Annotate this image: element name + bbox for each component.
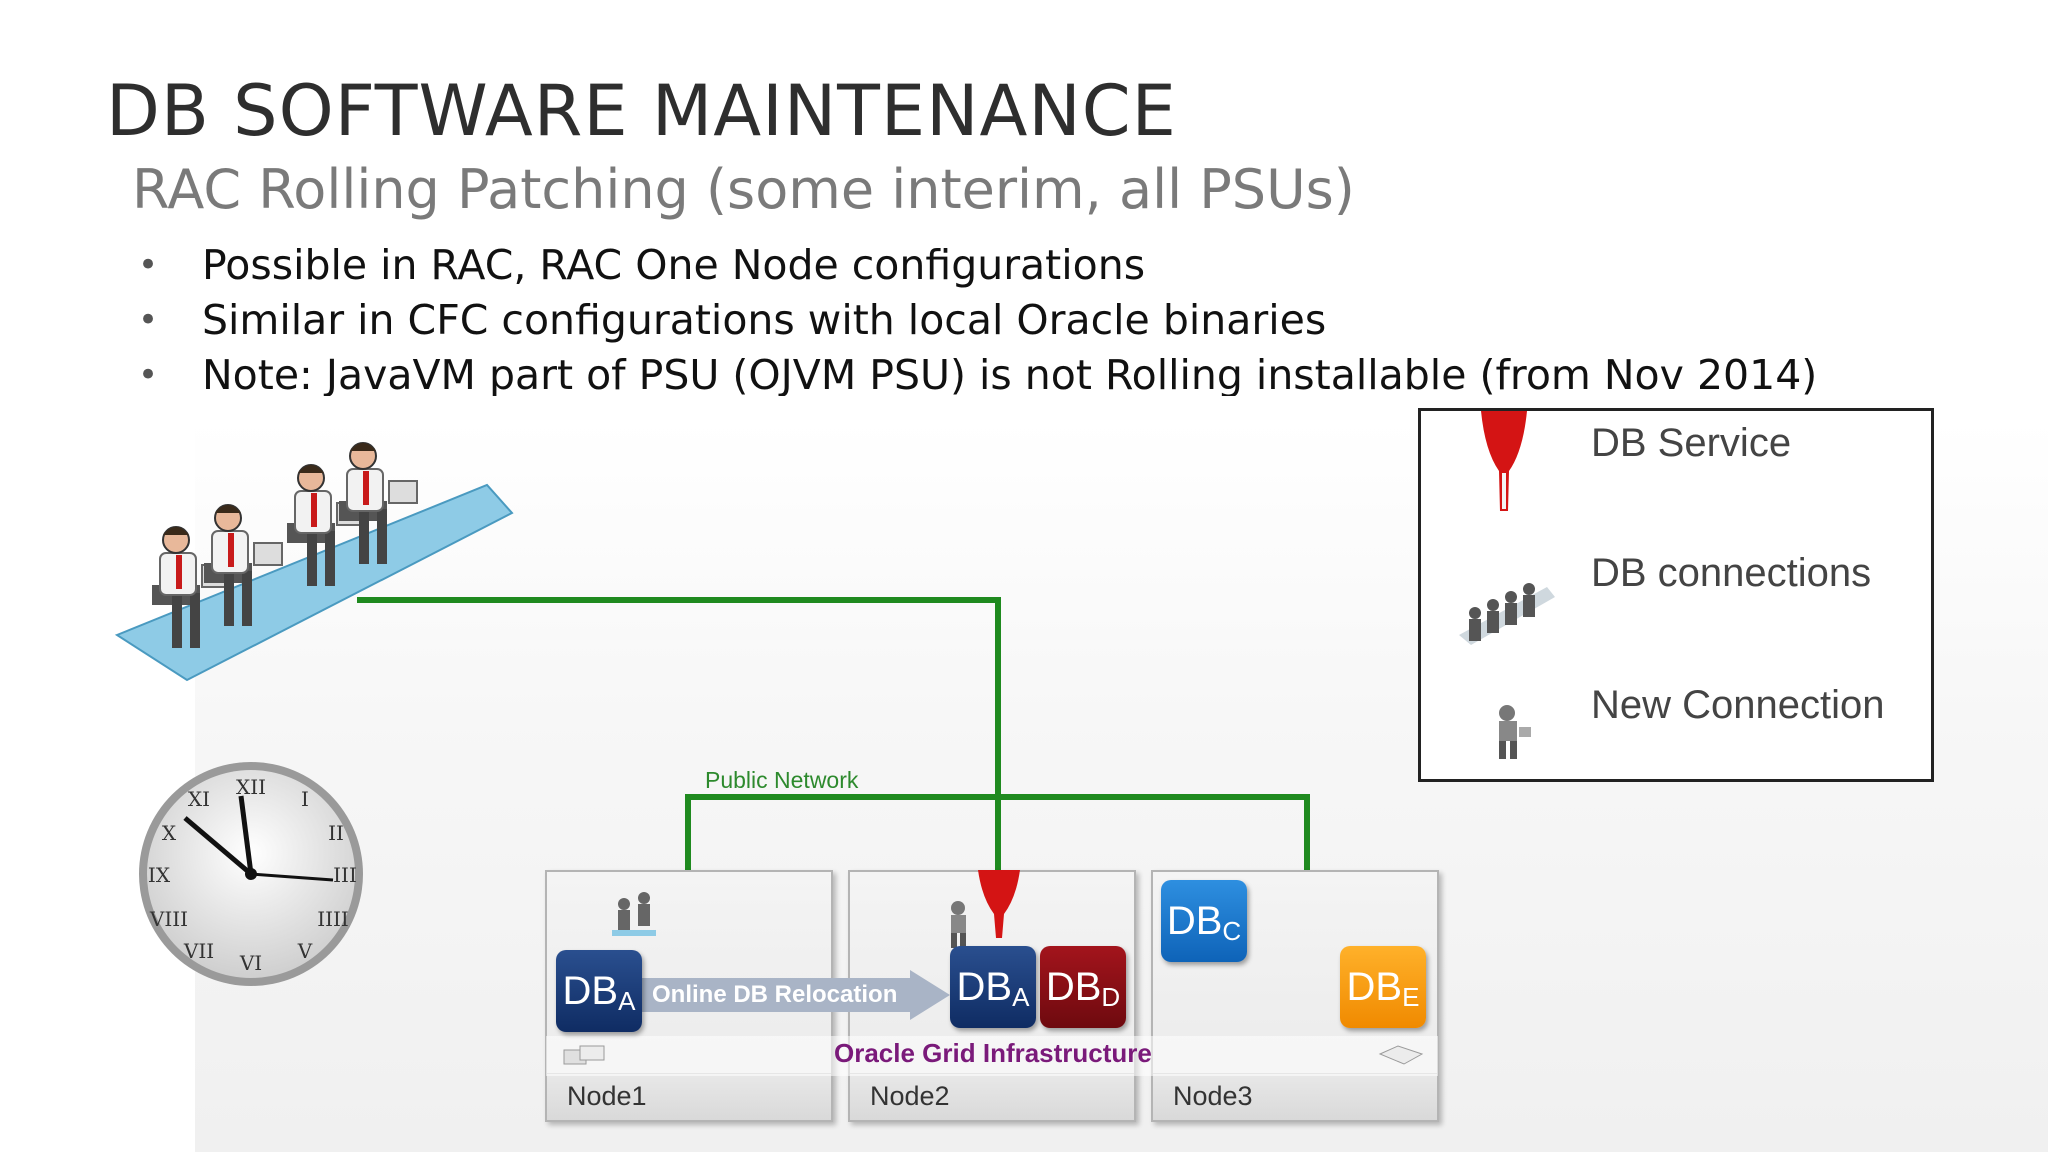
legend-new-connection-label: New Connection — [1591, 683, 1885, 727]
new-connection-icon — [951, 901, 966, 948]
db-subscript: C — [1222, 916, 1242, 946]
db-service-marker-icon — [1481, 411, 1527, 511]
svg-text:IIII: IIII — [317, 907, 349, 931]
grid-infrastructure-label: Oracle Grid Infrastructure — [834, 1038, 1152, 1068]
slide-title: DB SOFTWARE MAINTENANCE — [106, 70, 1177, 152]
svg-text:XII: XII — [236, 775, 266, 799]
db-e: DBE — [1340, 946, 1426, 1028]
relocation-arrow-icon — [640, 970, 950, 1020]
svg-text:I: I — [301, 787, 309, 811]
server-icon — [563, 1045, 605, 1065]
node-footer — [1153, 1073, 1437, 1120]
svg-text:VI: VI — [239, 951, 262, 975]
bullet-item: • Note: JavaVM part of PSU (OJVM PSU) is … — [132, 348, 1932, 396]
node-3-label: Node3 — [1173, 1081, 1253, 1111]
db-c: DBC — [1161, 880, 1247, 962]
legend-service-label: DB Service — [1591, 421, 1792, 465]
svg-text:VIII: VIII — [149, 907, 188, 931]
legend-connections-label: DB connections — [1591, 551, 1872, 595]
db-prefix: DB — [1346, 965, 1403, 1009]
bullet-item: • Similar in CFC configurations with loca… — [132, 293, 1932, 348]
db-prefix: DB — [1166, 899, 1223, 943]
bullet-text: Note: JavaVM part of PSU (OJVM PSU) is n… — [202, 351, 1818, 396]
node-2-label: Node2 — [870, 1081, 950, 1111]
bullet-list: • Possible in RAC, RAC One Node configura… — [132, 238, 1932, 396]
public-network-line — [685, 794, 1310, 870]
svg-text:XI: XI — [188, 787, 210, 811]
db-a-source: DBA — [556, 950, 642, 1032]
db-a-target: DBA — [950, 946, 1036, 1028]
bullet-text: Similar in CFC configurations with local… — [202, 296, 1327, 344]
users-group-icon — [114, 442, 514, 682]
bullet-item: • Possible in RAC, RAC One Node configura… — [132, 238, 1932, 293]
svg-text:IX: IX — [148, 863, 171, 887]
bullet-dot-icon: • — [138, 245, 159, 285]
db-prefix: DB — [1045, 965, 1102, 1009]
clock-icon: XII I II III IIII V VI VII VIII IX X XI — [139, 762, 363, 986]
db-subscript: D — [1101, 982, 1121, 1012]
db-prefix: DB — [562, 969, 619, 1013]
db-service-marker-icon — [978, 870, 1020, 938]
server-icon — [1378, 1045, 1424, 1065]
db-connections-icon — [1459, 583, 1555, 645]
legend-box: DB Service DB connections New Connection — [1418, 408, 1934, 782]
public-network-label: Public Network — [705, 767, 859, 793]
bullet-text: Possible in RAC, RAC One Node configurat… — [202, 241, 1146, 289]
new-connection-icon — [1499, 705, 1531, 759]
bullet-dot-icon: • — [138, 355, 159, 395]
svg-text:X: X — [162, 821, 177, 845]
svg-text:V: V — [297, 939, 313, 963]
node-1-label: Node1 — [567, 1081, 647, 1111]
grid-infrastructure-band — [546, 1036, 1438, 1076]
svg-text:III: III — [333, 863, 357, 887]
node-footer — [547, 1073, 831, 1120]
db-d: DBD — [1040, 946, 1126, 1028]
db-subscript: E — [1402, 982, 1420, 1012]
bullet-dot-icon: • — [138, 300, 159, 340]
svg-text:II: II — [328, 821, 344, 845]
db-prefix: DB — [956, 965, 1013, 1009]
slide-subtitle: RAC Rolling Patching (some interim, all … — [132, 158, 1355, 221]
db-connections-icon — [612, 892, 656, 936]
relocation-label: Online DB Relocation — [652, 981, 898, 1008]
svg-text:VII: VII — [183, 939, 214, 963]
db-subscript: A — [1012, 982, 1030, 1012]
db-subscript: A — [618, 986, 636, 1016]
client-network-line — [357, 597, 1001, 870]
